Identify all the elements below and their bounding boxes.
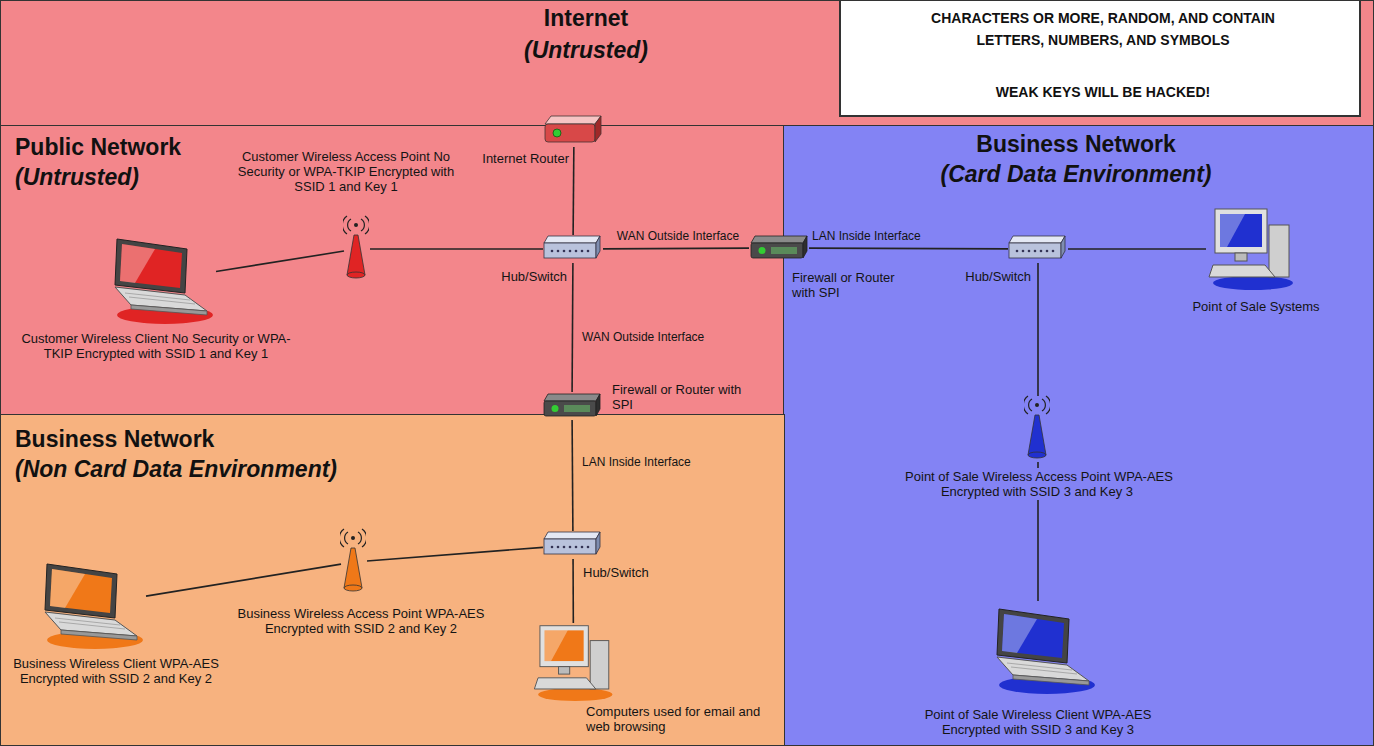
- network-link: [1068, 248, 1206, 250]
- label-holder: WAN Outside Interface: [582, 330, 722, 344]
- network-link: [1037, 263, 1039, 396]
- device-label: Point of Sale Systems: [1192, 299, 1319, 314]
- device-label: Hub/Switch: [965, 269, 1031, 284]
- label-holder: Hub/Switch: [479, 269, 567, 284]
- device-label: Point of Sale Wireless Client WPA-AES En…: [925, 707, 1152, 737]
- label-holder: (Non Card Data Environment): [15, 456, 415, 483]
- device-label: Firewall or Router with SPI: [612, 382, 741, 412]
- device-label: Hub/Switch: [501, 269, 567, 284]
- network-link: [367, 547, 543, 561]
- network-link: [809, 247, 1008, 249]
- notice-text: WEAK KEYS WILL BE HACKED!: [996, 84, 1210, 100]
- label-holder: Business Network: [881, 131, 1271, 158]
- label-holder: Internet Router: [461, 151, 569, 166]
- device-label: Internet Router: [482, 151, 569, 166]
- laptop-icon: [997, 609, 1095, 694]
- switch-icon: [544, 236, 600, 258]
- label-holder: Point of Sale Wireless Client WPA-AES En…: [898, 707, 1178, 737]
- label-holder: Business Wireless Access Point WPA-AES E…: [231, 606, 491, 636]
- network-link: [572, 147, 574, 235]
- switch-icon: [544, 532, 600, 554]
- label-holder: (Untrusted): [461, 37, 711, 64]
- label-holder: (Card Data Environment): [881, 161, 1271, 188]
- network-link: [603, 247, 749, 249]
- label-holder: WAN Outside Interface: [612, 229, 744, 243]
- device-label: Hub/Switch: [583, 565, 649, 580]
- label-holder: LAN Inside Interface: [812, 229, 962, 243]
- zone-heading: (Untrusted): [524, 37, 648, 63]
- label-holder: Point of Sale Systems: [1151, 299, 1361, 314]
- zone-heading: (Untrusted): [15, 164, 139, 190]
- label-holder: Customer Wireless Client No Security or …: [21, 331, 291, 361]
- label-holder: Business Network: [15, 426, 415, 453]
- network-link: [572, 559, 574, 623]
- zone-heading: Business Network: [15, 426, 214, 452]
- zone-band: Internet (Untrusted) CHARACTERS OR MORE, R…: [0, 0, 1374, 127]
- label-holder: Internet: [461, 5, 711, 32]
- zone-heading: Business Network: [976, 131, 1175, 157]
- label-holder: WEAK KEYS WILL BE HACKED!: [883, 81, 1323, 103]
- interface-label: LAN Inside Interface: [582, 455, 691, 469]
- computer-icon: [534, 626, 612, 701]
- device-label: Firewall or Router with SPI: [792, 270, 895, 300]
- network-link: [1037, 462, 1039, 601]
- label-holder: LAN Inside Interface: [582, 455, 722, 469]
- label-holder: CHARACTERS OR MORE, RANDOM, AND CONTAIN …: [918, 7, 1288, 51]
- label-holder: Business Wireless Client WPA-AES Encrypt…: [6, 656, 226, 686]
- switch-icon: [1009, 236, 1065, 258]
- zone-heading: (Card Data Environment): [941, 161, 1212, 187]
- network-link: [571, 263, 573, 392]
- network-link: [571, 420, 573, 531]
- label-holder: Computers used for email and web browsin…: [586, 704, 761, 734]
- label-holder: Firewall or Router with SPI: [612, 382, 742, 412]
- access-point-icon: [339, 529, 366, 591]
- interface-label: WAN Outside Interface: [582, 330, 704, 344]
- notice-box: CHARACTERS OR MORE, RANDOM, AND CONTAIN …: [839, 0, 1361, 117]
- zone-band: Business Network (Card Data Environment) H…: [783, 125, 1374, 746]
- access-point-icon: [1023, 396, 1050, 458]
- label-holder: Point of Sale Wireless Access Point WPA-…: [878, 469, 1198, 499]
- access-point-icon: [342, 216, 369, 278]
- laptop-icon: [45, 564, 143, 649]
- laptop-icon: [115, 239, 213, 324]
- zone-heading: Internet: [544, 5, 628, 31]
- computer-icon: [1209, 209, 1293, 290]
- label-holder: Hub/Switch: [583, 565, 673, 580]
- device-label: Customer Wireless Access Point No Securi…: [238, 149, 454, 194]
- label-holder: Hub/Switch: [939, 269, 1031, 284]
- device-label: Business Wireless Access Point WPA-AES E…: [238, 606, 485, 636]
- device-label: Business Wireless Client WPA-AES Encrypt…: [13, 656, 219, 686]
- notice-text: CHARACTERS OR MORE, RANDOM, AND CONTAIN …: [931, 10, 1275, 48]
- label-holder: Customer Wireless Access Point No Securi…: [221, 149, 471, 194]
- interface-label: LAN Inside Interface: [812, 229, 921, 243]
- firewall-icon: [544, 394, 600, 416]
- interface-label: WAN Outside Interface: [617, 229, 739, 243]
- zone-heading: (Non Card Data Environment): [15, 456, 337, 482]
- device-label: Customer Wireless Client No Security or …: [21, 331, 290, 361]
- network-link: [146, 564, 341, 596]
- network-link: [216, 251, 344, 271]
- network-link: [370, 248, 543, 250]
- device-label: Computers used for email and web browsin…: [586, 704, 760, 734]
- device-label: Point of Sale Wireless Access Point WPA-…: [903, 468, 1173, 500]
- zone-heading: Public Network: [15, 134, 181, 160]
- firewall-icon: [751, 236, 807, 258]
- label-holder: Firewall or Router with SPI: [792, 270, 907, 300]
- router-icon: [545, 116, 601, 142]
